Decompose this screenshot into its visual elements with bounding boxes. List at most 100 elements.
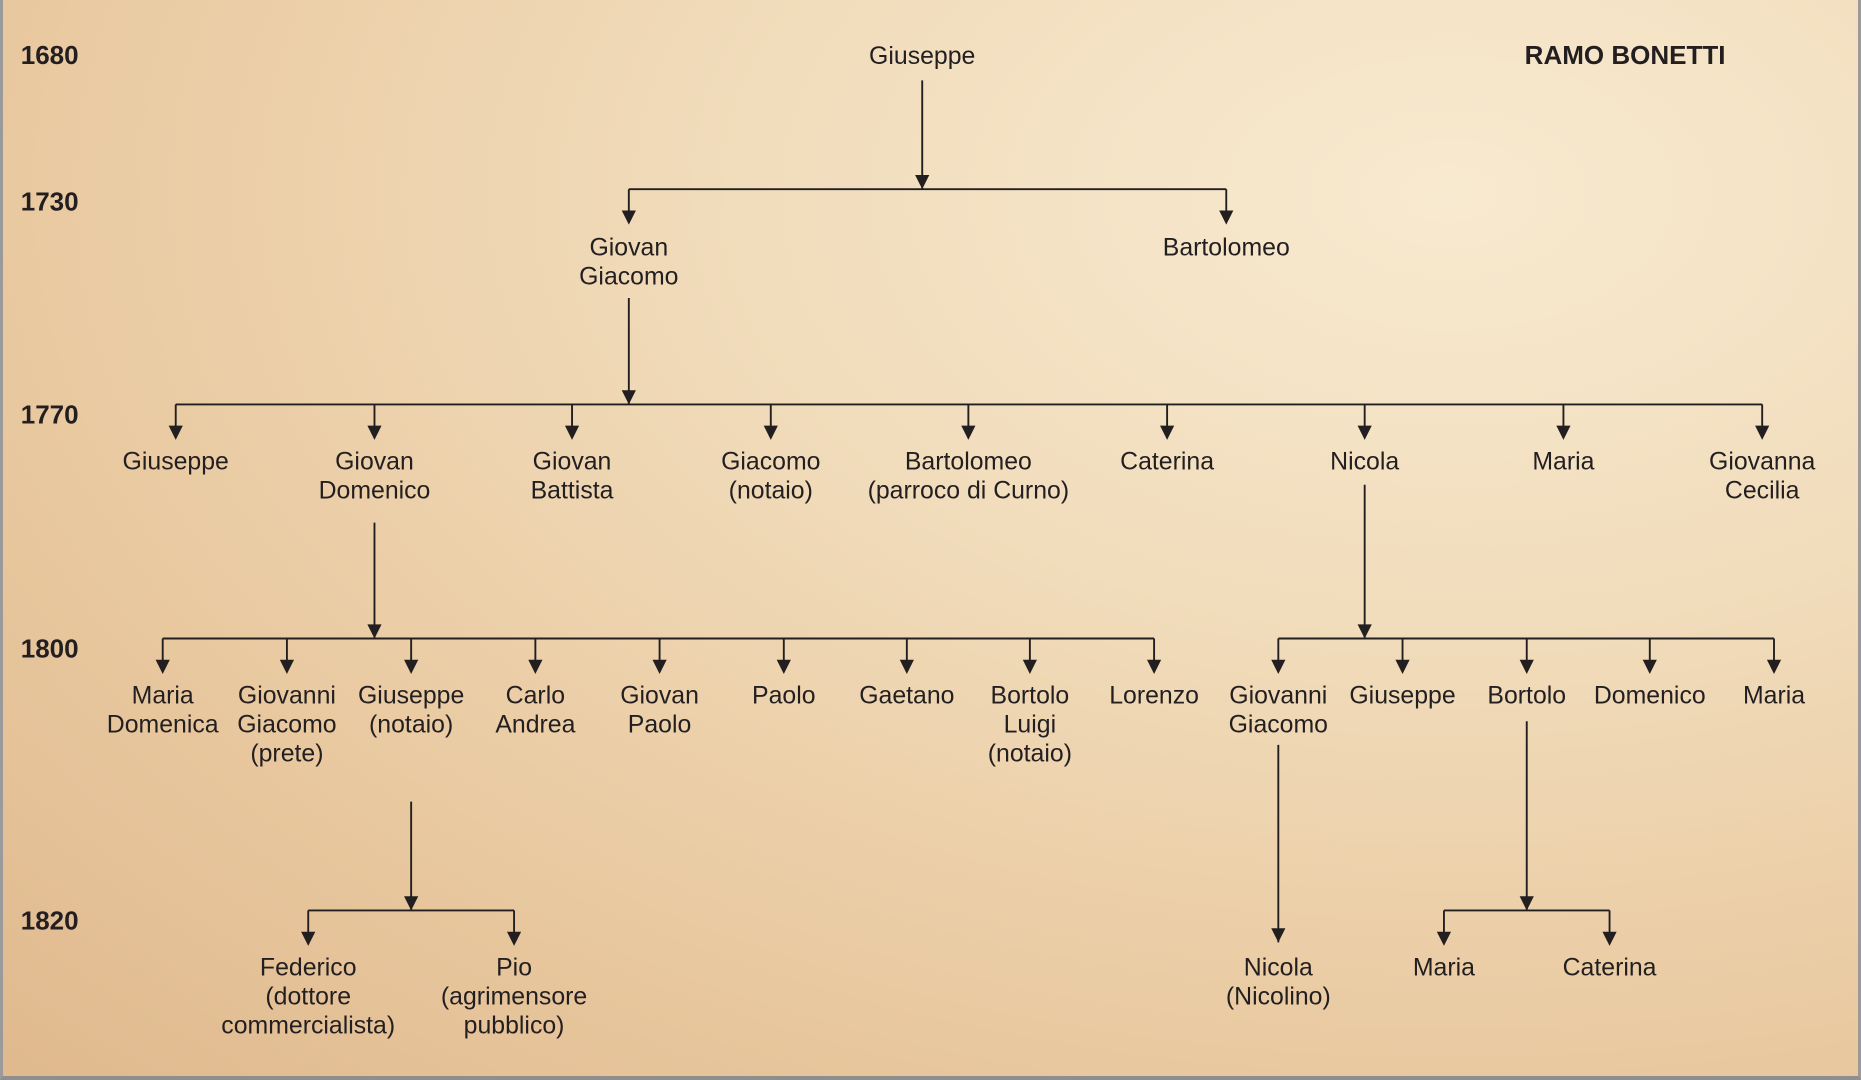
person-name-line: Giovanna — [1709, 448, 1816, 475]
person-name-line: (Nicolino) — [1226, 983, 1331, 1010]
person-node: Nicola(Nicolino) — [1226, 955, 1331, 1011]
person-name-line: Giuseppe — [358, 683, 464, 710]
person-name-line: Giovan — [589, 234, 668, 261]
person-name-line: Giuseppe — [1349, 683, 1455, 710]
person-node: Giuseppe — [123, 448, 229, 475]
arrow-head-icon — [961, 425, 976, 440]
person-name-line: (agrimensore — [441, 983, 587, 1010]
year-label: 1800 — [21, 633, 79, 663]
person-name-line: (dottore — [265, 983, 351, 1010]
person-node: Lorenzo — [1109, 683, 1199, 710]
person-name-line: (notaio) — [369, 712, 453, 739]
arrow-head-icon — [1146, 659, 1162, 674]
person-name-line: Giacomo — [237, 712, 336, 739]
person-name-line: Giacomo — [579, 263, 678, 290]
person-name-line: Bortolo — [1487, 683, 1566, 710]
year-label: 1770 — [21, 399, 79, 429]
person-node: Domenico — [1594, 683, 1706, 710]
person-name-line: Nicola — [1244, 955, 1313, 982]
arrow-head-icon — [776, 659, 791, 674]
arrow-head-icon — [1395, 659, 1410, 674]
arrow-head-icon — [1357, 425, 1372, 440]
arrow-head-icon — [1436, 931, 1452, 946]
diagram-title: RAMO BONETTI — [1525, 40, 1726, 70]
year-label: 1820 — [21, 905, 79, 935]
arrow-head-icon — [367, 624, 382, 639]
arrow-head-icon — [1022, 659, 1037, 674]
person-node: Maria — [1532, 448, 1594, 475]
person-name-line: (notaio) — [729, 477, 813, 504]
arrow-head-icon — [1519, 896, 1534, 911]
arrow-head-icon — [168, 425, 183, 440]
arrow-head-icon — [1642, 659, 1657, 674]
person-name-line: Domenica — [107, 712, 219, 739]
arrow-head-icon — [1602, 931, 1617, 946]
person-node: Bortolo — [1487, 683, 1566, 710]
person-name-line: Caterina — [1120, 448, 1214, 475]
person-name-line: Luigi — [1004, 712, 1056, 739]
person-node: Bartolomeo — [1163, 234, 1290, 261]
person-node: Maria — [1743, 683, 1805, 710]
person-node: Giuseppe(notaio) — [358, 683, 464, 739]
person-name-line: Giovan — [533, 448, 612, 475]
arrow-head-icon — [367, 425, 382, 440]
arrow-head-icon — [506, 931, 522, 946]
arrow-head-icon — [1556, 425, 1571, 440]
person-node: Giuseppe — [869, 43, 975, 70]
person-name-line: Caterina — [1563, 955, 1657, 982]
arrow-head-icon — [621, 390, 636, 405]
person-node: Caterina — [1120, 448, 1214, 475]
arrow-head-icon — [1271, 928, 1286, 943]
arrow-head-icon — [301, 931, 316, 946]
person-node: Caterina — [1563, 955, 1657, 982]
arrow-head-icon — [1766, 659, 1782, 674]
person-name-line: Giacomo — [721, 448, 820, 475]
person-node: Giuseppe — [1349, 683, 1455, 710]
person-node: Gaetano — [859, 683, 954, 710]
person-name-line: Maria — [132, 683, 194, 710]
arrow-head-icon — [1219, 210, 1234, 225]
arrow-head-icon — [1160, 425, 1175, 440]
person-name-line: Maria — [1532, 448, 1594, 475]
arrow-head-icon — [652, 659, 667, 674]
person-name-line: Battista — [531, 477, 614, 504]
arrow-head-icon — [404, 659, 419, 674]
person-name-line: (parroco di Curno) — [868, 477, 1070, 504]
person-node: Bartolomeo(parroco di Curno) — [868, 448, 1070, 504]
arrow-head-icon — [1519, 659, 1534, 674]
person-name-line: Carlo — [506, 683, 565, 710]
person-name-line: Domenico — [1594, 683, 1706, 710]
person-name-line: Giuseppe — [869, 43, 975, 70]
year-label: 1680 — [21, 40, 79, 70]
person-name-line: Giuseppe — [123, 448, 229, 475]
person-node: Nicola — [1330, 448, 1399, 475]
person-node: Maria — [1413, 955, 1475, 982]
person-name-line: Maria — [1413, 955, 1475, 982]
person-node: Giacomo(notaio) — [721, 448, 820, 504]
arrow-head-icon — [1271, 659, 1286, 674]
person-name-line: (prete) — [250, 740, 323, 767]
arrow-head-icon — [155, 659, 170, 674]
person-name-line: (notaio) — [988, 740, 1072, 767]
arrow-head-icon — [1755, 425, 1770, 440]
person-name-line: Giovanni — [1229, 683, 1327, 710]
person-name-line: Paolo — [628, 712, 692, 739]
person-name-line: Lorenzo — [1109, 683, 1199, 710]
arrow-head-icon — [915, 174, 930, 190]
arrow-head-icon — [1357, 624, 1372, 639]
person-name-line: Bartolomeo — [905, 448, 1032, 475]
person-name-line: Pio — [496, 955, 532, 982]
person-name-line: pubblico) — [464, 1012, 565, 1039]
person-name-line: Bartolomeo — [1163, 234, 1290, 261]
person-node: Paolo — [752, 683, 816, 710]
